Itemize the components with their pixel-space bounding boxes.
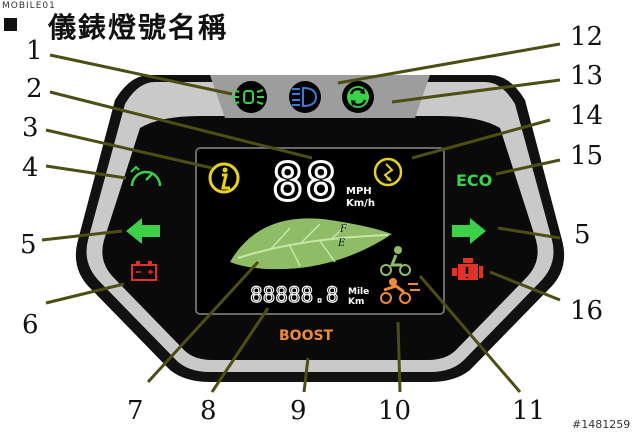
photo-id: #1481259: [572, 418, 631, 431]
ripple-warning-icon: [373, 157, 403, 187]
title-bullet: [4, 18, 17, 31]
callout-14: 14: [570, 101, 604, 131]
regen-icon: [342, 81, 374, 113]
speed-unit-mph: MPH: [346, 186, 372, 197]
watermark: MOBILE01: [2, 1, 56, 11]
arrow-left-icon: [126, 218, 160, 244]
boost-indicator: BOOST: [279, 328, 334, 344]
callout-5-left: 5: [20, 230, 37, 260]
callout-16: 16: [570, 296, 604, 326]
callout-8: 8: [200, 396, 217, 426]
callout-3: 3: [22, 113, 39, 143]
speed-unit-kmh: Km/h: [346, 198, 375, 209]
callout-12: 12: [570, 22, 604, 52]
speedometer-icon: [130, 165, 162, 187]
arrow-right-icon: [452, 218, 486, 244]
callout-7: 7: [127, 396, 144, 426]
callout-11: 11: [512, 396, 546, 426]
leader-lines: [41, 42, 561, 393]
headlight-icon: [289, 81, 321, 113]
callout-15: 15: [570, 141, 604, 171]
page-title: 儀錶燈號名稱: [48, 11, 229, 44]
callout-6: 6: [22, 310, 39, 340]
leaf-letter-f: F: [339, 224, 348, 235]
engine-warning-icon: [452, 258, 483, 280]
info-icon: [208, 162, 240, 194]
callout-5-right: 5: [574, 220, 591, 250]
odo-unit-mile: Mile: [348, 287, 369, 297]
rider-icon: [380, 246, 420, 304]
callout-4: 4: [22, 153, 39, 183]
battery-icon: [131, 261, 157, 281]
leaf-letter-e: E: [337, 238, 346, 249]
callout-1: 1: [26, 36, 43, 66]
odometer-readout: 88888.8: [250, 283, 339, 307]
speed-readout: 88: [272, 153, 339, 213]
callout-13: 13: [570, 61, 604, 91]
leaf-icon: [230, 218, 392, 270]
odo-unit-km: Km: [348, 297, 364, 307]
callout-10: 10: [378, 396, 412, 426]
eco-indicator: ECO: [456, 171, 492, 190]
position-light-icon: [232, 81, 267, 113]
callout-9: 9: [290, 396, 307, 426]
callout-2: 2: [26, 74, 43, 104]
